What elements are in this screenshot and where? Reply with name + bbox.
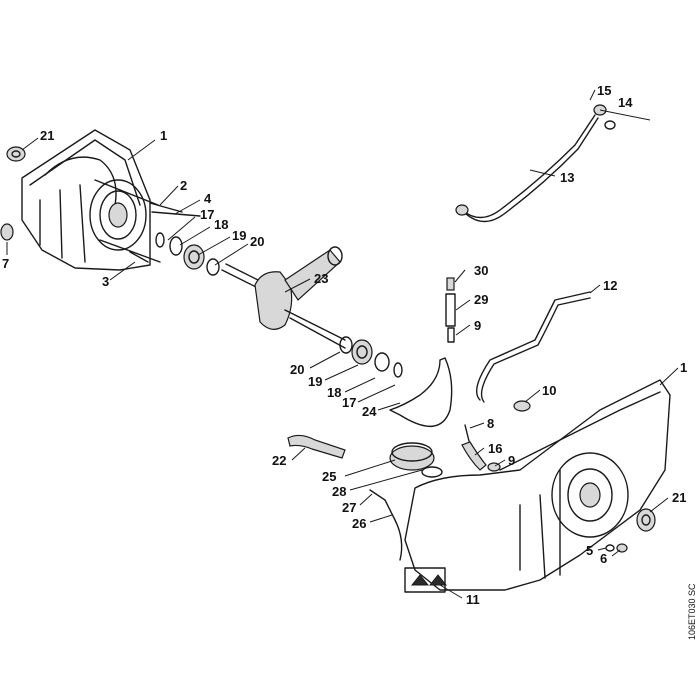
drawing-code: 106ET030 SC [687,583,697,640]
nut-washer [605,543,628,553]
callout-10: 10 [542,383,556,398]
lower-hose-fittings [461,424,501,472]
callout-7: 7 [2,256,9,271]
callout-2: 2 [180,178,187,193]
oil-line [476,291,591,403]
callout-17-right: 17 [342,395,356,410]
fitting-10 [513,400,531,412]
callout-18-right: 18 [327,385,341,400]
oil-seal-right [636,508,656,532]
callout-17-left: 17 [200,207,214,222]
callout-6: 6 [600,551,607,566]
callout-11: 11 [466,592,480,607]
callout-8: 8 [487,416,494,431]
callout-29: 29 [474,292,488,307]
callout-19-left: 19 [232,228,246,243]
callout-1-bottom: 1 [680,360,687,375]
callout-26: 26 [352,516,366,531]
leader-lines [6,89,679,599]
bearing-set-right [339,336,403,378]
callout-20-right: 20 [290,362,304,377]
control-rod [455,104,616,223]
crankshaft [221,246,346,349]
callout-labels: 1 21 2 4 17 18 19 20 23 3 7 30 29 9 12 1… [2,83,687,607]
tank-cap [389,442,443,478]
impulse-hose-set [445,277,456,343]
oil-seal-left [6,146,26,162]
callout-9-bottom: 9 [508,453,515,468]
callout-5: 5 [586,543,593,558]
crankcase-half-left [21,129,161,271]
callout-13: 13 [560,170,574,185]
callout-21-bottom: 21 [672,490,686,505]
callout-20-left: 20 [250,234,264,249]
callout-28: 28 [332,484,346,499]
callout-19-right: 19 [308,374,322,389]
crankcase-half-right [404,379,671,593]
callout-21-top: 21 [40,128,54,143]
hose-22 [287,434,346,459]
callout-27: 27 [342,500,356,515]
callout-30: 30 [474,263,488,278]
callout-25: 25 [322,469,336,484]
callout-4: 4 [204,191,212,206]
callout-14: 14 [618,95,633,110]
callout-24: 24 [362,404,377,419]
bearing-set-left [155,232,220,276]
callout-1-top: 1 [160,128,167,143]
gasket [389,357,453,428]
callout-18-left: 18 [214,217,228,232]
callout-3: 3 [102,274,109,289]
callout-23: 23 [314,271,328,286]
plug-7 [0,223,14,241]
callout-22: 22 [272,453,286,468]
callout-15: 15 [597,83,611,98]
callout-16: 16 [488,441,502,456]
callout-12: 12 [603,278,617,293]
fuel-pickup [369,489,403,561]
callout-9-top: 9 [474,318,481,333]
